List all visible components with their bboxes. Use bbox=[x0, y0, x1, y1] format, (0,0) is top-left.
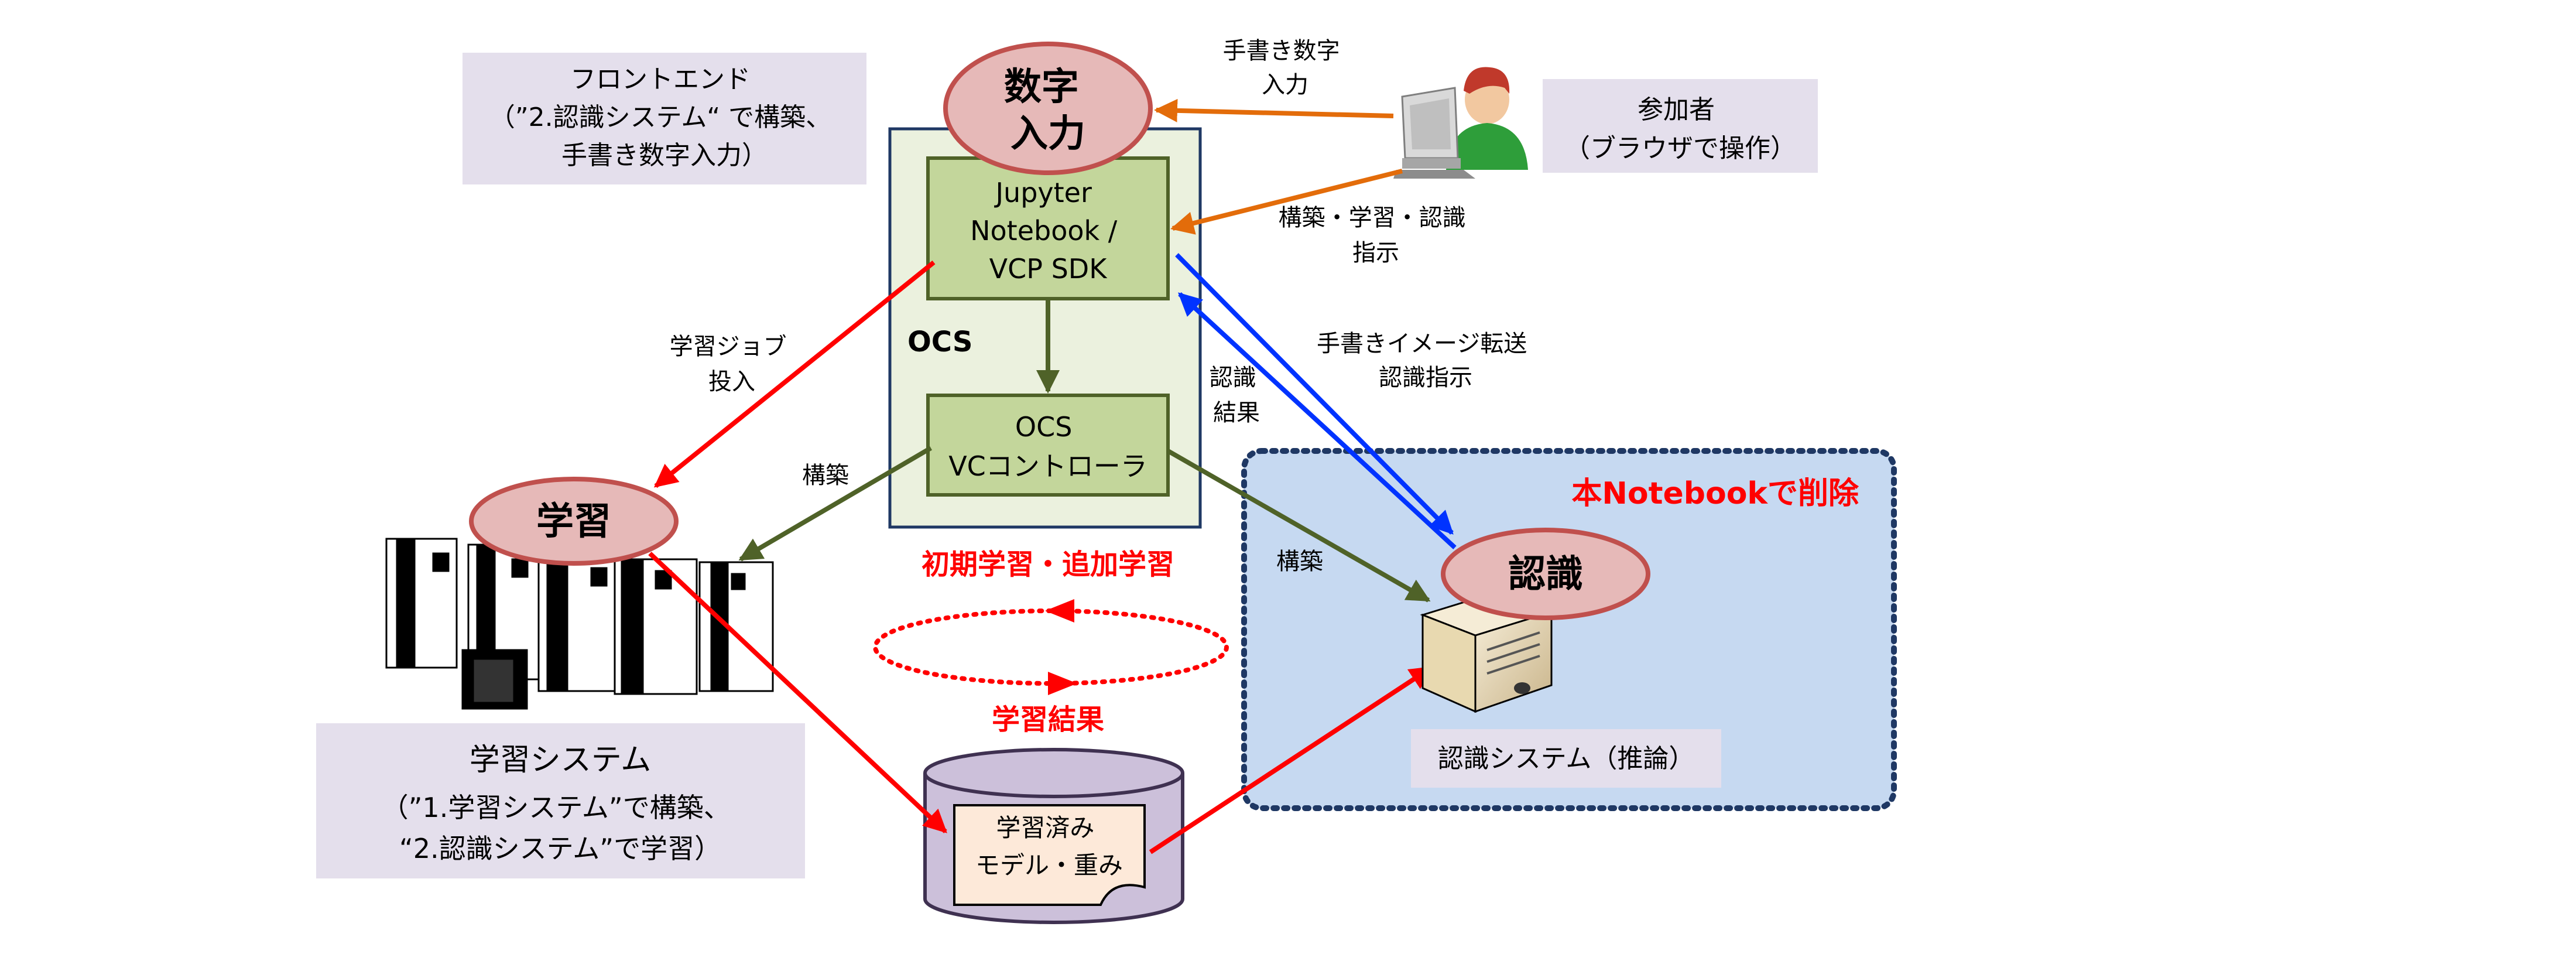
label-handwritten-input-1: 手書き数字 bbox=[1223, 37, 1340, 64]
participant-note-box bbox=[1543, 79, 1818, 173]
svg-text:（”1.学習システム”で構築、 “2.認識システム”: （”1.学習システム”で構築、 “2.認識システム”で学習） bbox=[382, 792, 739, 864]
label-build-instruct-2: 指示 bbox=[1352, 240, 1399, 266]
svg-text:学習ジョブ 投入: 学習ジョブ 投入 bbox=[670, 333, 794, 395]
model-doc-line2: モデル・重み bbox=[975, 851, 1123, 880]
label-learning-result: 学習結果 bbox=[992, 703, 1104, 736]
digit-input-line1: 数字 bbox=[1004, 66, 1079, 109]
recognition-ellipse-label: 認識 bbox=[1508, 553, 1583, 596]
arrow-recognition-to-jupyter bbox=[1178, 292, 1457, 549]
recognition-region-title: 本Notebookで削除 bbox=[1571, 476, 1859, 511]
ocs-vc-line2: VCコントローラ bbox=[948, 450, 1147, 482]
frontend-line1: フロントエンド bbox=[570, 64, 751, 94]
learning-system-line3: “2.認識システム”で学習） bbox=[399, 833, 721, 864]
arrow-jupyter-to-recognition bbox=[1175, 253, 1454, 535]
label-transfer-2: 認識指示 bbox=[1379, 364, 1472, 391]
arrow-ocs-to-recognition bbox=[1167, 449, 1431, 603]
recognition-region bbox=[1241, 448, 1897, 811]
label-build-instruct-1: 構築・学習・認識 bbox=[1279, 204, 1466, 231]
recognition-system-label: 認識システム（推論） bbox=[1438, 744, 1695, 774]
arrow-participant-to-jupyter bbox=[1170, 169, 1403, 235]
model-document bbox=[953, 804, 1146, 906]
svg-text:参加者 （ブラウザで操作）: 参加者 （ブラウザで操作） bbox=[1564, 95, 1796, 163]
label-job-1: 学習ジョブ bbox=[670, 333, 787, 360]
learning-ellipse-label: 学習 bbox=[536, 500, 611, 543]
frontend-line2: （”2.認識システム“ で構築、 bbox=[489, 102, 831, 132]
recognition-system-box bbox=[1411, 729, 1721, 788]
frontend-line3: 手書き数字入力） bbox=[561, 141, 768, 170]
training-cycle-ellipse bbox=[873, 608, 1229, 686]
ocs-label: OCS bbox=[907, 326, 973, 358]
label-initial-learning: 初期学習・追加学習 bbox=[922, 548, 1174, 581]
participant-line1: 参加者 bbox=[1638, 95, 1715, 125]
arrow-participant-to-digit-input bbox=[1154, 98, 1394, 122]
model-doc-line1: 学習済み bbox=[996, 813, 1094, 842]
label-handwritten-input-2: 入力 bbox=[1262, 71, 1308, 98]
svg-text:手書き数字 入力: 手書き数字 入力 bbox=[1223, 37, 1348, 98]
digit-input-line2: 入力 bbox=[1010, 112, 1085, 156]
server-icon bbox=[1420, 590, 1554, 713]
svg-text:学習済み モデル・重み: 学習済み モデル・重み bbox=[975, 813, 1123, 880]
label-build-right: 構築 bbox=[1276, 548, 1323, 575]
arrow-model-to-recognition bbox=[1149, 665, 1434, 854]
jupyter-line2: Notebook / bbox=[970, 215, 1118, 247]
supercomputer-racks-icon bbox=[385, 538, 774, 710]
svg-text:フロントエンド （”2.認識システム“ で構築、: フロントエンド （”2.認識システム“ で構築、 手書き数字入力） bbox=[489, 64, 840, 170]
arrow-learning-to-model bbox=[648, 552, 947, 833]
svg-text:学習システム: 学習システム bbox=[470, 743, 651, 778]
label-job-2: 投入 bbox=[708, 368, 755, 395]
digit-input-ellipse bbox=[943, 42, 1153, 175]
cycle-arrowhead-bottom bbox=[1048, 672, 1077, 695]
svg-text:構築・学習・認識 指示: 構築・学習・認識 指示 bbox=[1279, 204, 1474, 266]
jupyter-line3: VCP SDK bbox=[989, 253, 1108, 285]
svg-text:手書きイメージ転送 認識指示: 手書きイメージ転送 認識指示 bbox=[1317, 330, 1534, 391]
svg-text:数字 入力: 数字 入力 bbox=[1004, 66, 1092, 156]
person-at-computer-icon bbox=[1393, 67, 1528, 179]
label-transfer-1: 手書きイメージ転送 bbox=[1317, 330, 1527, 357]
label-result-1: 認識 bbox=[1210, 364, 1256, 391]
ocs-vc-line1: OCS bbox=[1015, 411, 1073, 443]
participant-line2: （ブラウザで操作） bbox=[1564, 134, 1796, 163]
learning-system-line1: 学習システム bbox=[470, 743, 651, 778]
label-result-2: 結果 bbox=[1213, 399, 1260, 426]
frontend-note-box bbox=[463, 53, 866, 184]
svg-text:認識 結果: 認識 結果 bbox=[1210, 364, 1264, 426]
learning-ellipse bbox=[469, 477, 679, 566]
cycle-arrowhead-top bbox=[1045, 599, 1074, 623]
arrow-jupyter-to-learning bbox=[653, 260, 936, 488]
jupyter-line1: Jupyter bbox=[994, 177, 1091, 208]
learning-system-note-box bbox=[316, 723, 805, 878]
arrow-ocs-to-learning-system bbox=[738, 446, 933, 562]
recognition-ellipse bbox=[1441, 528, 1650, 620]
learning-system-line2: （”1.学習システム”で構築、 bbox=[382, 792, 731, 823]
svg-text:OCS VCコントローラ: OCS VCコントローラ bbox=[948, 411, 1147, 482]
ocs-vc-controller-box bbox=[926, 394, 1170, 497]
label-build-left: 構築 bbox=[802, 462, 849, 489]
svg-text:Jupyter Notebook / VCP: Jupyter Notebook / VCP SDK bbox=[970, 177, 1126, 285]
